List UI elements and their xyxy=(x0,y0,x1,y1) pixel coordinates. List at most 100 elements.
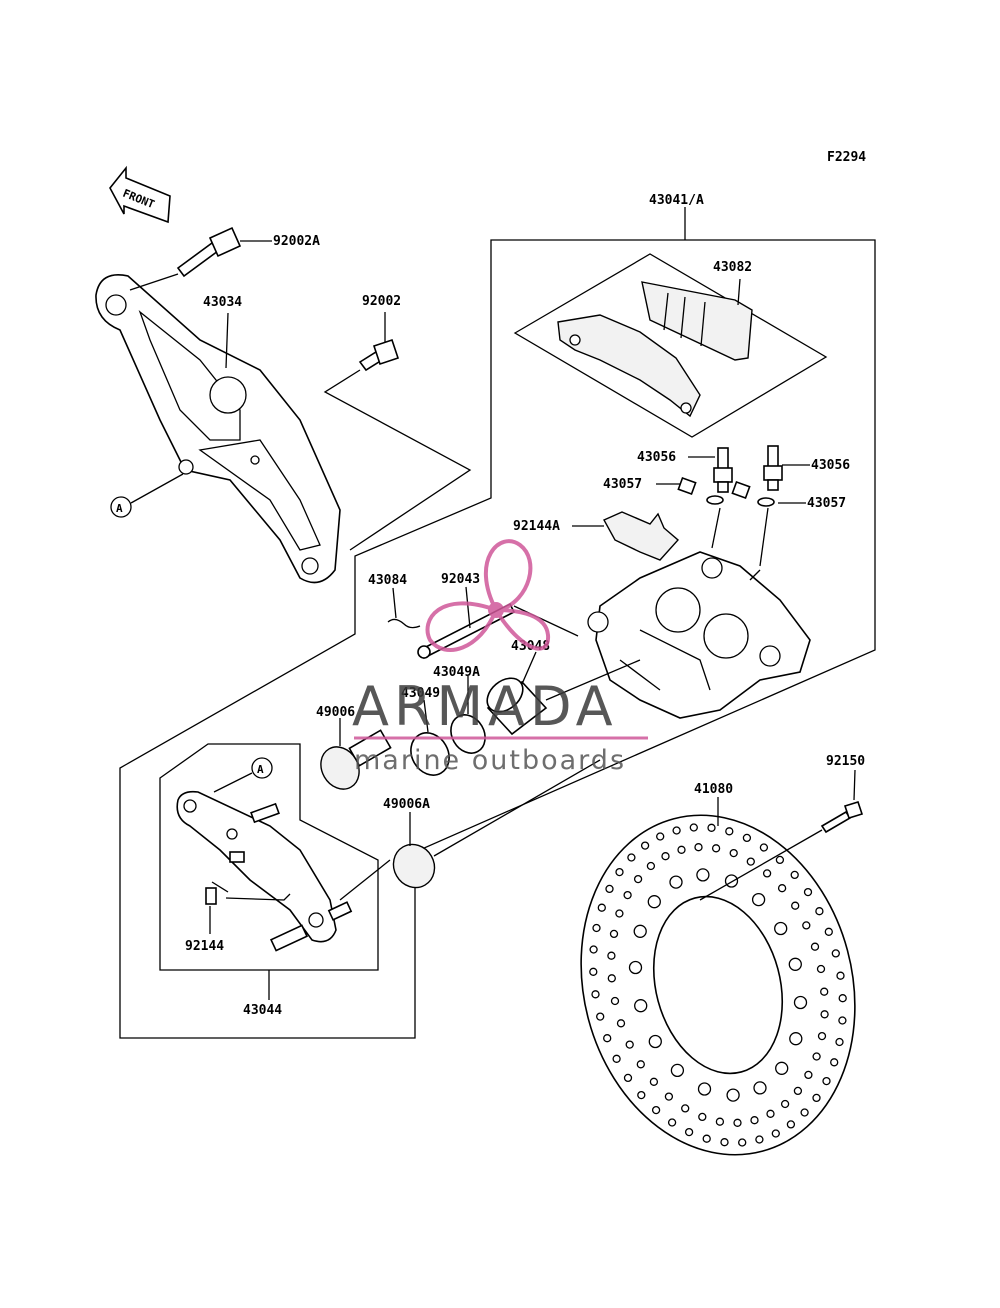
disc-hole xyxy=(838,1016,847,1025)
label-92144: 92144 xyxy=(185,939,224,954)
disc-hole xyxy=(637,1090,646,1100)
label-41080: 41080 xyxy=(694,782,733,797)
disc-hole xyxy=(831,949,840,958)
disc-hole xyxy=(726,1088,740,1102)
disc-hole xyxy=(751,892,766,907)
disc-hole xyxy=(648,1034,662,1049)
disc-hole xyxy=(777,884,787,893)
disc-hole xyxy=(615,909,624,918)
disc-hole xyxy=(762,869,772,878)
boot-49006A xyxy=(392,843,436,889)
brake-disc-41080 xyxy=(580,814,856,1156)
disc-hole xyxy=(702,1134,711,1143)
disc-hole xyxy=(774,921,788,936)
armada-watermark: ARMADA marine outboards xyxy=(352,539,648,776)
label-43057-right: 43057 xyxy=(807,496,846,511)
disc-hole xyxy=(646,861,656,871)
bleeder-cap-right xyxy=(731,480,775,507)
mounting-bracket-43044 xyxy=(176,790,353,952)
disc-hole xyxy=(793,995,808,1010)
disc-hole xyxy=(664,1092,674,1101)
disc-hole xyxy=(607,951,616,960)
disc-hole xyxy=(689,823,698,832)
disc-hole xyxy=(616,1019,626,1028)
caliper-assembly-frame xyxy=(119,239,876,1039)
disc-hole xyxy=(636,1060,645,1069)
disc-hole xyxy=(810,942,820,951)
disc-hole xyxy=(812,1052,821,1061)
disc-hole xyxy=(816,964,826,974)
label-49006: 49006 xyxy=(316,705,355,720)
disc-hole xyxy=(591,990,600,999)
disc-hole xyxy=(623,1073,633,1083)
disc-hole xyxy=(775,855,785,865)
label-92150: 92150 xyxy=(826,754,865,769)
disc-hole xyxy=(820,1010,829,1019)
disc-hole xyxy=(634,999,648,1013)
disc-hole xyxy=(661,852,670,861)
label-49006A: 49006A xyxy=(383,797,430,812)
seal-43049 xyxy=(410,732,450,776)
disc-hole xyxy=(589,967,598,976)
disc-hole xyxy=(742,833,752,843)
disc-hole xyxy=(603,1034,612,1043)
disc-hole xyxy=(670,1063,685,1078)
seal-43049A xyxy=(450,714,486,754)
bracket-subassembly-frame xyxy=(159,743,379,971)
label-43056-right: 43056 xyxy=(811,458,850,473)
disc-hole xyxy=(684,1127,694,1137)
bleeder-cap-left xyxy=(677,476,724,505)
disc-hole xyxy=(609,929,619,939)
bolt-92002 xyxy=(358,338,400,372)
label-92002: 92002 xyxy=(362,294,401,309)
disc-hole xyxy=(605,884,614,894)
disc-hole xyxy=(623,890,632,900)
label-43049A: 43049A xyxy=(433,665,480,680)
disc-hole xyxy=(800,1108,809,1117)
disc-hole xyxy=(817,1031,827,1041)
ref-marker-a-top xyxy=(110,496,132,518)
caliper-body xyxy=(587,551,811,719)
label-43084: 43084 xyxy=(368,573,407,588)
disc-hole xyxy=(830,1058,839,1067)
disc-hole xyxy=(649,1077,659,1086)
bolt-92002A xyxy=(176,226,242,278)
disc-hole xyxy=(615,867,624,877)
brake-pads xyxy=(513,253,828,438)
disc-hole xyxy=(724,874,739,888)
disc-hole xyxy=(607,974,616,983)
disc-hole xyxy=(633,874,643,884)
disc-hole xyxy=(656,832,665,841)
disc-hole xyxy=(738,1138,747,1147)
disc-hole xyxy=(838,994,847,1003)
front-arrow-icon: FRONT xyxy=(109,165,171,224)
disc-hole xyxy=(820,987,829,996)
disc-hole xyxy=(628,960,643,975)
disc-hole xyxy=(775,1061,789,1075)
disc-hole xyxy=(802,921,811,930)
disc-hole xyxy=(812,1093,821,1103)
disc-hole xyxy=(707,823,716,832)
disc-hole xyxy=(750,1116,759,1125)
disc-hole xyxy=(815,907,824,916)
watermark-tagline: marine outboards xyxy=(354,745,626,776)
disc-hole xyxy=(627,853,636,862)
label-92043: 92043 xyxy=(441,572,480,587)
disc-hole xyxy=(824,927,833,936)
disc-hole xyxy=(804,1070,813,1080)
disc-hole xyxy=(733,1118,742,1127)
disc-hole xyxy=(696,868,710,882)
disc-hole xyxy=(612,1054,621,1063)
spring-92144 xyxy=(205,881,229,905)
ref-marker-a-bottom xyxy=(251,757,273,779)
bleeder-valve-right xyxy=(763,445,783,491)
svg-text:A: A xyxy=(257,763,264,776)
watermark-brand: ARMADA xyxy=(352,675,618,738)
disc-hole xyxy=(589,945,598,954)
disc-hole xyxy=(669,875,683,889)
disc-hole xyxy=(835,1037,844,1047)
disc-hole xyxy=(596,1012,605,1021)
disc-hole xyxy=(672,826,681,835)
disc-hole xyxy=(697,1082,712,1096)
